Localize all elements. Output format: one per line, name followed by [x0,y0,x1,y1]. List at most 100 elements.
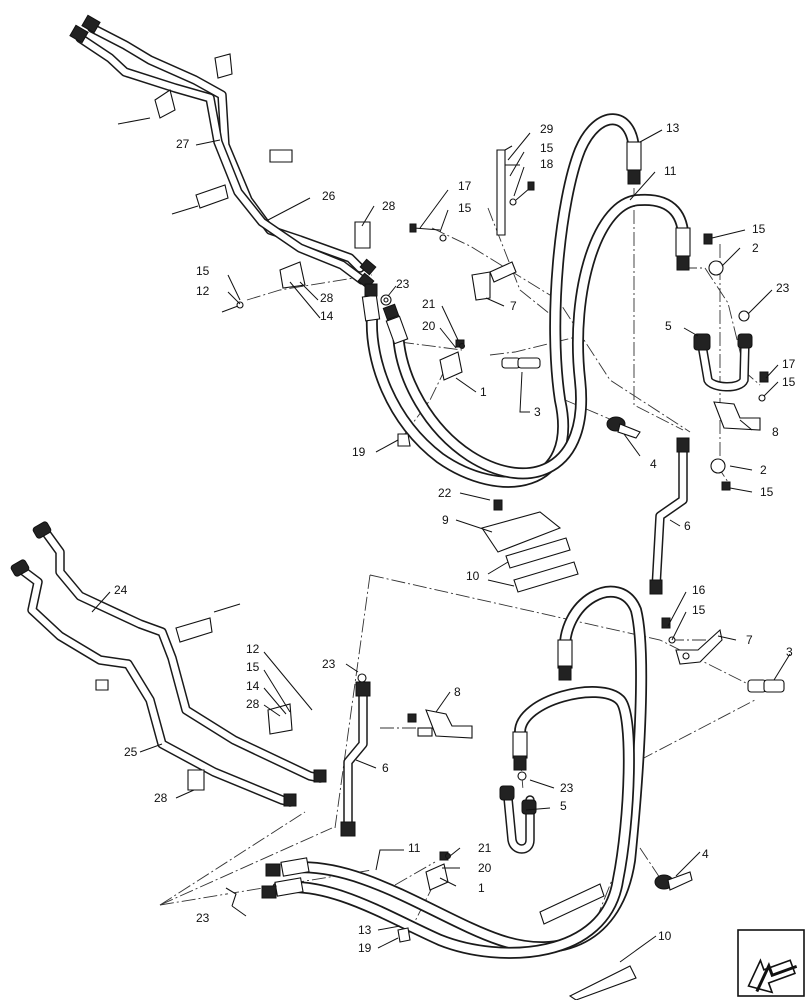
callout-15: 15 [196,264,210,278]
callout-12: 12 [246,642,260,656]
callout-labels: 29 13 15 18 11 17 15 27 26 28 15 2 15 12… [114,121,796,955]
callout-6: 6 [684,519,691,533]
tube-25 [17,565,295,807]
washer-23-right [738,310,750,322]
bolts-top [221,181,535,313]
callout-15: 15 [782,375,796,389]
tube-27 [87,23,365,273]
callout-1: 1 [478,881,485,895]
blocks-10-bottom [539,883,637,1000]
callout-7: 7 [510,299,517,313]
tube-5-bottom [499,785,537,854]
hose-fittings-bottom [261,639,573,899]
hose-13-top [365,113,640,488]
callout-15: 15 [692,603,706,617]
callout-16: 16 [692,583,706,597]
hose-11-bottom [284,585,648,954]
callout-3: 3 [534,405,541,419]
nut-19-bottom [397,927,411,943]
bracket-7-bottom [661,617,723,665]
bracket-8-top [713,371,769,431]
callout-28: 28 [154,791,168,805]
callout-5: 5 [560,799,567,813]
callout-2: 2 [760,463,767,477]
tube-clamps-top [117,53,371,289]
callout-25: 25 [124,745,138,759]
clip-2-top [703,233,731,491]
callout-23: 23 [196,911,210,925]
callout-27: 27 [176,137,190,151]
callout-21: 21 [478,841,492,855]
tube-24 [39,525,325,783]
callout-11: 11 [408,841,421,855]
tube-6-top [649,437,690,595]
callout-20: 20 [478,861,492,875]
tube-24-25-fittings [10,521,327,807]
callout-28: 28 [246,697,260,711]
hose-11-top [392,193,690,480]
callout-14: 14 [246,679,260,693]
callout-9: 9 [442,513,449,527]
callout-6: 6 [382,761,389,775]
hose-fittings-top [361,141,691,345]
callout-4: 4 [650,457,657,471]
callout-12: 12 [196,284,210,298]
callout-23: 23 [322,657,336,671]
hose-13-bottom [272,686,635,959]
callout-19: 19 [352,445,366,459]
clamp-4-bottom [654,871,693,891]
clamp-3-top [501,357,541,369]
callout-22: 22 [438,486,452,500]
callout-leaders [91,129,791,963]
callout-15: 15 [458,201,472,215]
callout-18: 18 [540,157,554,171]
nut-19-top [397,433,411,447]
clamp-4-top [606,416,641,439]
callout-14: 14 [320,309,334,323]
tube-26 [75,33,367,285]
callout-23: 23 [560,781,574,795]
callout-26: 26 [322,189,336,203]
callout-23: 23 [776,281,790,295]
callout-13: 13 [666,121,680,135]
callout-15: 15 [752,222,766,236]
callout-8: 8 [454,685,461,699]
callout-3: 3 [786,645,793,659]
callout-28: 28 [320,291,334,305]
callout-24: 24 [114,583,128,597]
callout-29: 29 [540,122,554,136]
callout-23: 23 [396,277,410,291]
washer-23-bottom [225,673,527,907]
clamp-3-bottom [747,679,785,693]
bracket-29 [496,145,520,236]
callout-10: 10 [466,569,480,583]
callout-2: 2 [752,241,759,255]
blocks-10-top [505,537,579,593]
callout-15: 15 [246,660,260,674]
callout-17: 17 [782,357,796,371]
callout-7: 7 [746,633,753,647]
callout-15: 15 [760,485,774,499]
assembly-centerlines [159,188,761,936]
callout-28: 28 [382,199,396,213]
callout-4: 4 [702,847,709,861]
callout-19: 19 [358,941,372,955]
callout-13: 13 [358,923,372,937]
callout-11: 11 [664,164,677,178]
clamp-1-bottom [425,851,451,891]
callout-15: 15 [540,141,554,155]
callout-10: 10 [658,929,672,943]
tube-5-top [693,333,753,392]
bracket-7-top [471,261,517,301]
callout-5: 5 [665,319,672,333]
tube-6-bottom [340,681,371,837]
bracket-8-bottom [407,709,473,739]
washer-23-top [380,294,392,306]
orientation-arrow-icon [737,929,805,997]
callout-8: 8 [772,425,779,439]
cover-9 [481,499,562,553]
clamp-1-top [439,339,465,381]
callout-21: 21 [422,297,436,311]
